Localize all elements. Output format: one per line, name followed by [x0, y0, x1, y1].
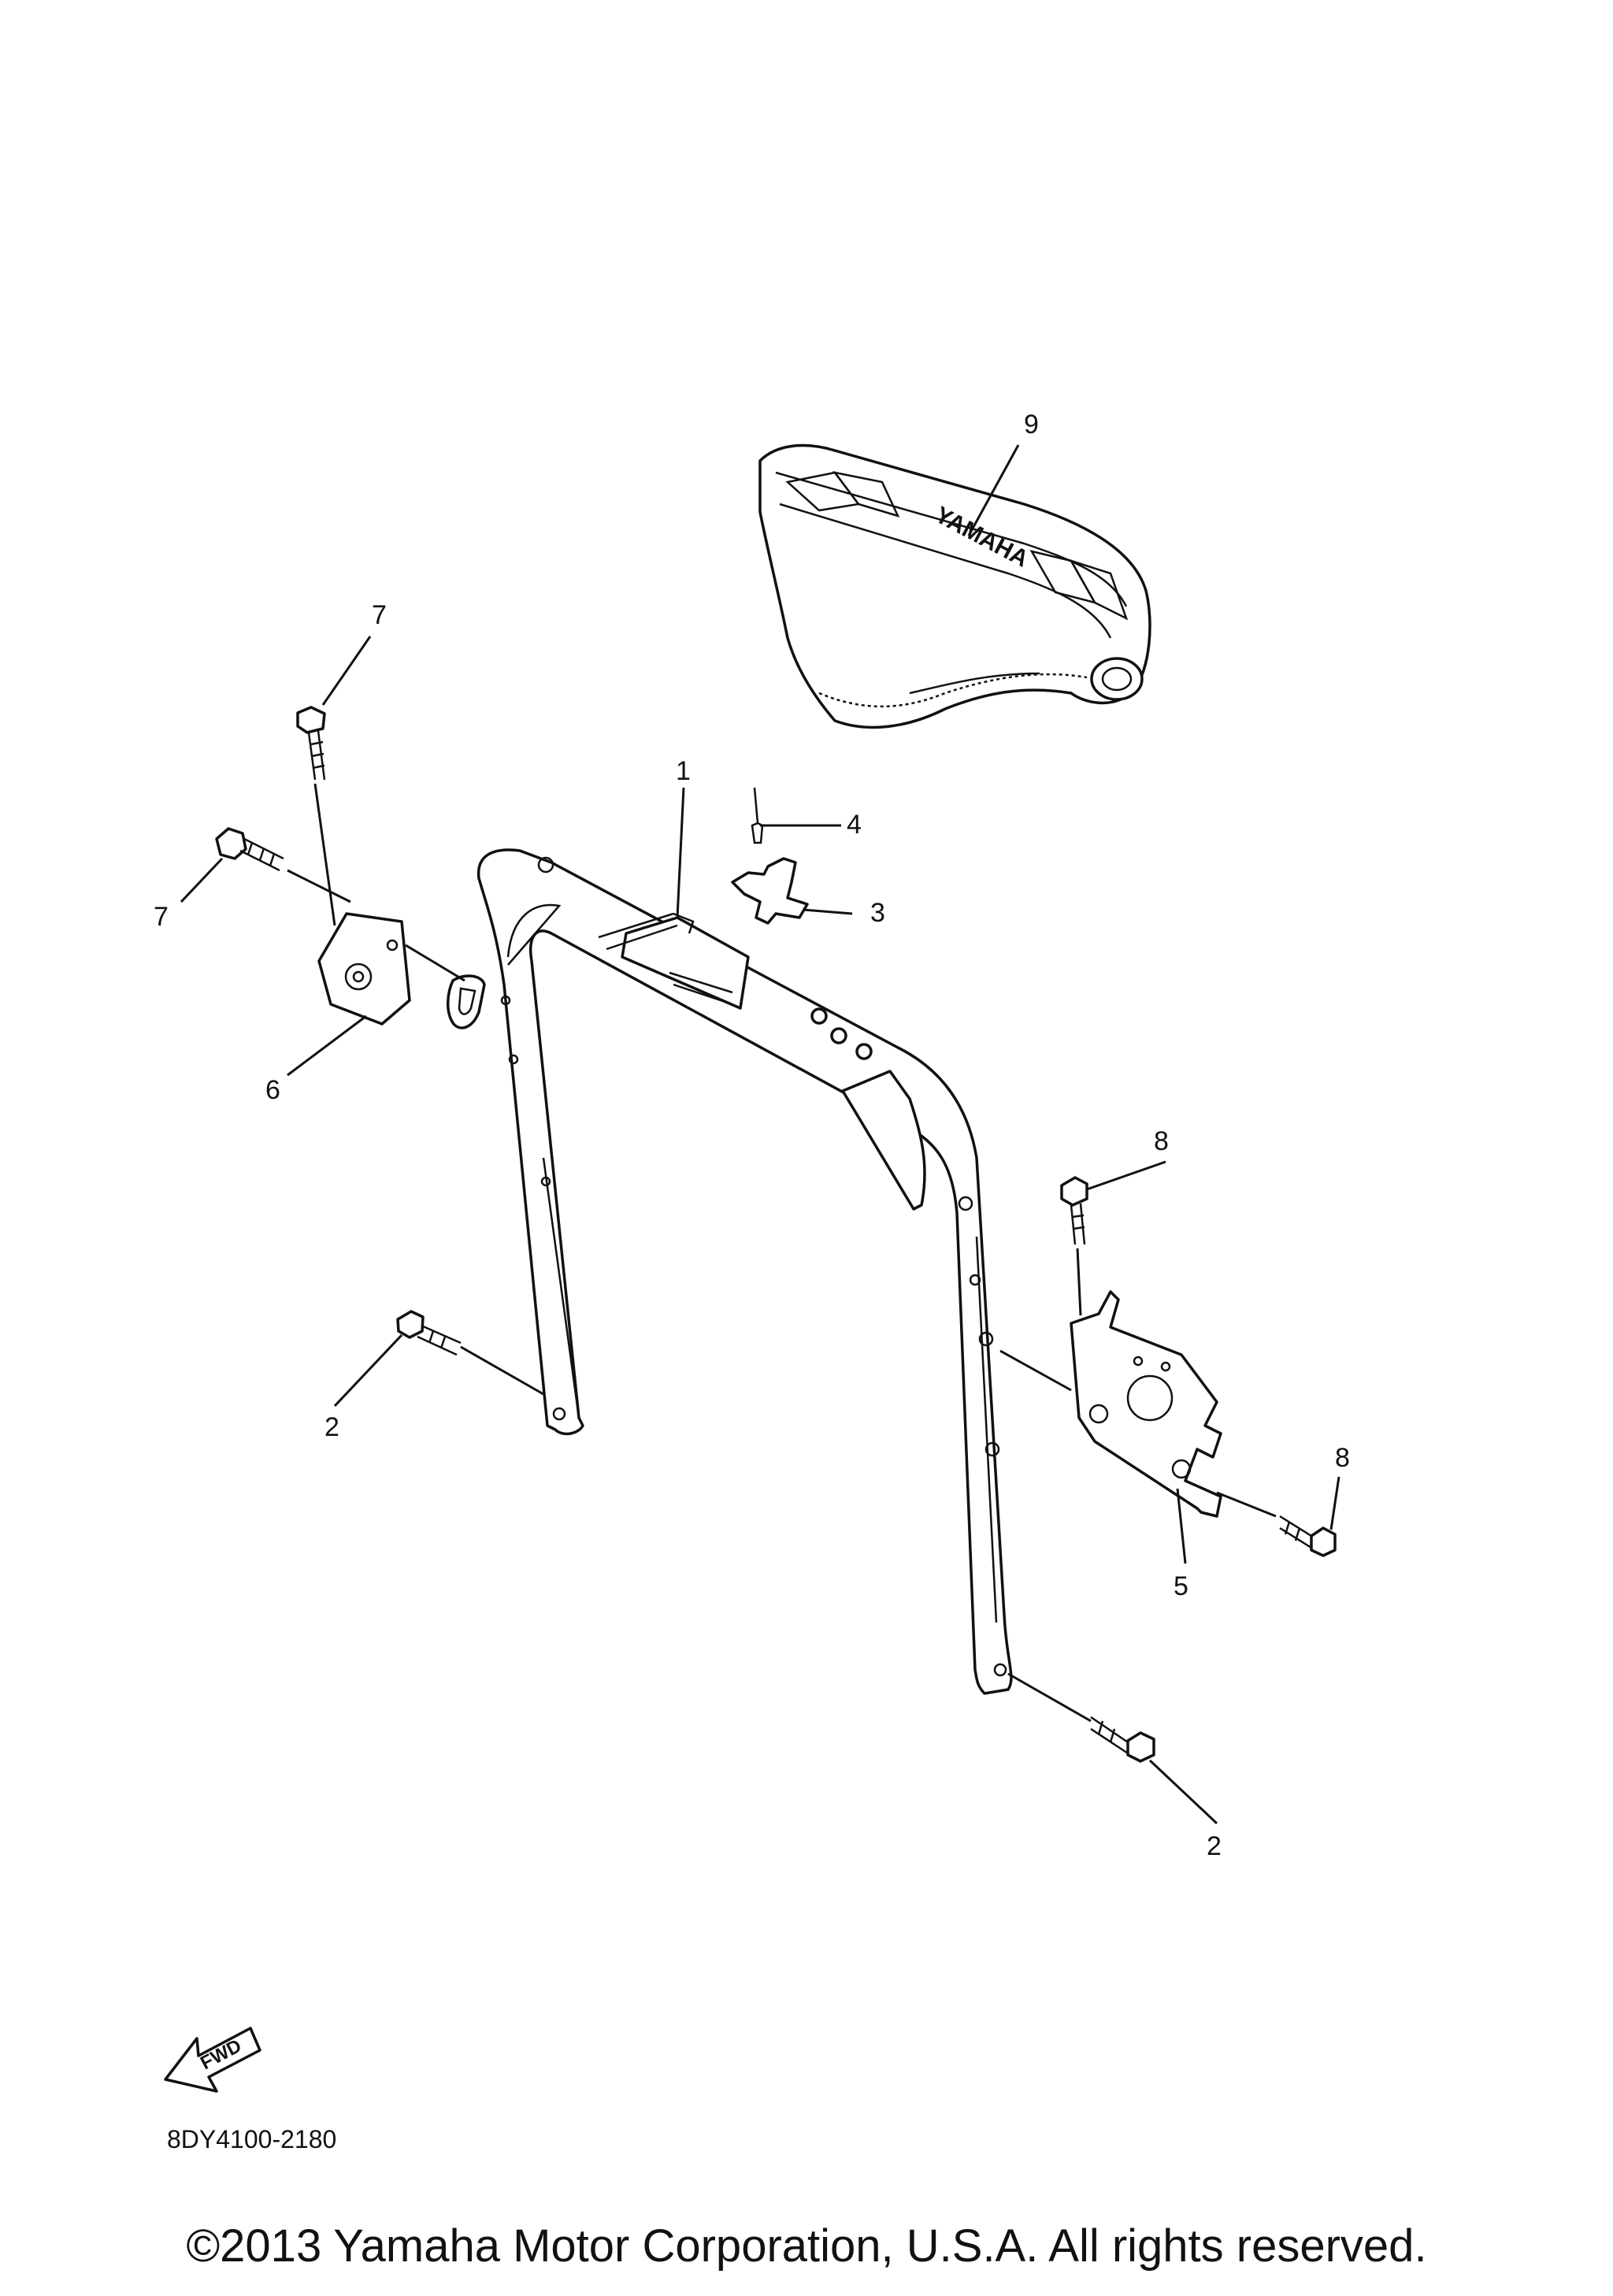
bolt-7-left	[215, 827, 284, 872]
leader-lines	[180, 444, 1340, 1825]
seat-pad-part-9: YAMAHA	[758, 443, 1151, 729]
callout-9: 9	[1024, 410, 1039, 440]
d-ring	[447, 974, 486, 1029]
callout-2-left: 2	[324, 1412, 339, 1442]
callout-7-left: 7	[154, 902, 169, 932]
callouts: 9 7 7 1 4 3 6 8 8 2 5 2	[154, 410, 1350, 1861]
callout-2-right: 2	[1207, 1831, 1222, 1861]
handle-pole-part-1	[476, 848, 1013, 1695]
bolt-8-top	[1060, 1176, 1088, 1245]
rivet-part-4	[751, 787, 764, 844]
drawing-code: 8DY4100-2180	[167, 2125, 337, 2153]
callout-1: 1	[676, 756, 691, 786]
callout-8-right: 8	[1335, 1443, 1350, 1473]
bracket-part-6	[317, 912, 411, 1026]
callout-8-top: 8	[1154, 1126, 1169, 1156]
bolt-2-left	[396, 1310, 462, 1356]
copyright-notice: ©2013 Yamaha Motor Corporation, U.S.A. A…	[186, 2220, 1427, 2272]
callout-4: 4	[847, 810, 862, 840]
bolt-8-right	[1279, 1515, 1337, 1557]
bolt-2-right	[1090, 1716, 1155, 1763]
clip-part-3	[731, 857, 809, 925]
callout-6: 6	[265, 1075, 280, 1105]
plate-part-5	[1070, 1290, 1222, 1518]
callout-7-top: 7	[372, 600, 387, 630]
callout-3: 3	[870, 898, 885, 928]
callout-5: 5	[1174, 1571, 1188, 1601]
bolt-7-top	[296, 706, 326, 781]
fwd-arrow-icon: FWD	[164, 2027, 261, 2093]
